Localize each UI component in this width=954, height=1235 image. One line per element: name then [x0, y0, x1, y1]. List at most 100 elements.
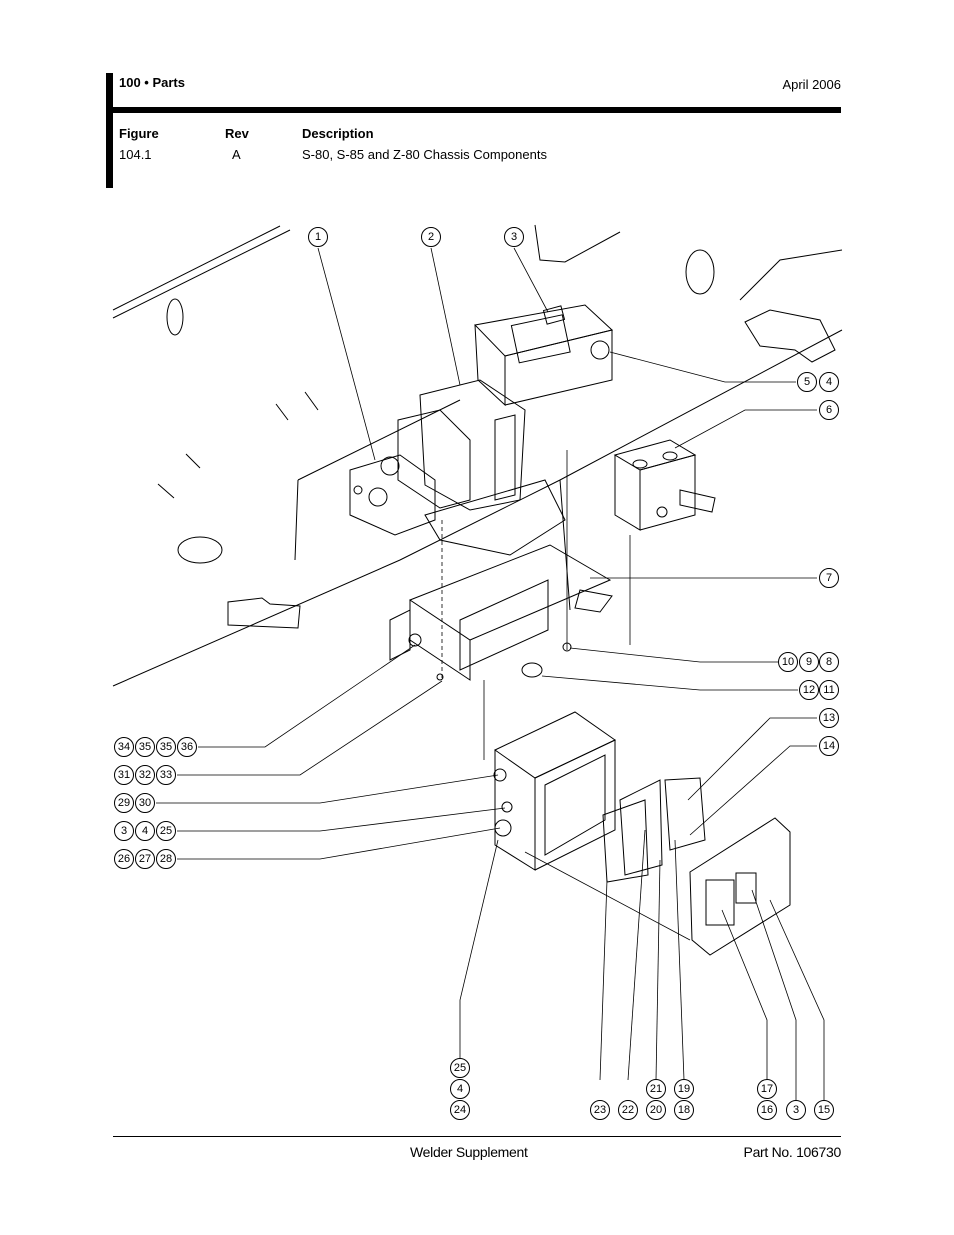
- callout-27: 27: [135, 849, 155, 869]
- callout-19: 19: [674, 1079, 694, 1099]
- callout-number: 13: [823, 712, 835, 724]
- callout-33: 33: [156, 765, 176, 785]
- callout-circle: [177, 737, 197, 757]
- valve-block: [613, 439, 716, 531]
- chassis-frame-lines: [112, 224, 843, 687]
- callout-circle: [674, 1100, 694, 1120]
- callout-8: 8: [819, 652, 839, 672]
- callout-circle: [814, 1100, 834, 1120]
- callout-number: 3: [121, 825, 127, 837]
- callout-circle: [156, 821, 176, 841]
- header-rule-vertical: [106, 73, 113, 188]
- callout-number: 29: [118, 797, 130, 809]
- callout-circle: [674, 1079, 694, 1099]
- callout-15: 15: [814, 1100, 834, 1120]
- callout-1: 1: [308, 227, 328, 247]
- callout-circle: [114, 765, 134, 785]
- callout-number: 20: [650, 1104, 662, 1116]
- callout-circle: [819, 680, 839, 700]
- callout-circle: [135, 793, 155, 813]
- callout-7: 7: [819, 568, 839, 588]
- callout-4: 4: [135, 821, 155, 841]
- callout-number: 11: [823, 684, 834, 696]
- callout-10: 10: [778, 652, 798, 672]
- callout-number: 23: [594, 1104, 606, 1116]
- callout-circle: [135, 821, 155, 841]
- control-box: [483, 535, 791, 956]
- callout-number: 19: [678, 1083, 690, 1095]
- callout-number: 21: [650, 1083, 662, 1095]
- callout-number: 4: [142, 825, 148, 837]
- callout-circle: [450, 1079, 470, 1099]
- callout-circle: [308, 227, 328, 247]
- callout-3: 3: [114, 821, 134, 841]
- callout-24: 24: [450, 1100, 470, 1120]
- callout-number: 30: [139, 797, 151, 809]
- footer-title: Welder Supplement: [410, 1144, 528, 1160]
- callout-circle: [819, 400, 839, 420]
- callout-number: 27: [139, 853, 151, 865]
- header-rule-horizontal: [106, 107, 841, 113]
- callout-9: 9: [799, 652, 819, 672]
- callout-circle: [114, 793, 134, 813]
- callout-number: 9: [806, 656, 812, 668]
- callout-circle: [618, 1100, 638, 1120]
- section-title: 100 • Parts: [119, 75, 185, 90]
- callout-4: 4: [819, 372, 839, 392]
- callout-circle: [156, 737, 176, 757]
- figure-description: S-80, S-85 and Z-80 Chassis Components: [302, 147, 547, 162]
- callout-number: 31: [118, 769, 130, 781]
- callout-3: 3: [786, 1100, 806, 1120]
- callout-number: 4: [826, 376, 832, 388]
- callout-number: 32: [139, 769, 151, 781]
- callout-28: 28: [156, 849, 176, 869]
- callout-circle: [819, 736, 839, 756]
- callout-circle: [646, 1079, 666, 1099]
- callout-22: 22: [618, 1100, 638, 1120]
- callout-circle: [421, 227, 441, 247]
- callout-number: 14: [823, 740, 835, 752]
- callout-number: 17: [761, 1083, 773, 1095]
- mounting-plate: [389, 450, 613, 681]
- callout-circle: [135, 849, 155, 869]
- callout-circle: [156, 849, 176, 869]
- callout-number: 3: [511, 231, 517, 243]
- callout-circle: [819, 708, 839, 728]
- callout-30: 30: [135, 793, 155, 813]
- callout-number: 25: [454, 1062, 466, 1074]
- callout-circle: [135, 737, 155, 757]
- callout-circle: [114, 821, 134, 841]
- callout-circle: [156, 765, 176, 785]
- callout-number: 10: [782, 656, 794, 668]
- callout-13: 13: [819, 708, 839, 728]
- col-header-rev: Rev: [225, 126, 249, 141]
- callout-25: 25: [450, 1058, 470, 1078]
- callout-12: 12: [799, 680, 819, 700]
- callout-circle: [778, 652, 798, 672]
- leader-lines: [156, 247, 825, 1100]
- callout-number: 25: [160, 825, 172, 837]
- callout-2: 2: [421, 227, 441, 247]
- callout-circle: [450, 1058, 470, 1078]
- callout-number: 2: [428, 231, 434, 243]
- callout-17: 17: [757, 1079, 777, 1099]
- callout-circle: [819, 568, 839, 588]
- callout-circle: [646, 1100, 666, 1120]
- callout-number: 35: [160, 741, 172, 753]
- callout-number: 4: [457, 1083, 463, 1095]
- callout-number: 15: [818, 1104, 830, 1116]
- revision: A: [232, 147, 241, 162]
- callout-number: 18: [678, 1104, 690, 1116]
- callout-number: 7: [826, 572, 832, 584]
- callout-circle: [757, 1079, 777, 1099]
- motor-assembly: [349, 304, 614, 556]
- callout-number: 33: [160, 769, 172, 781]
- callout-3: 3: [504, 227, 524, 247]
- callout-circle: [819, 372, 839, 392]
- callout-circle: [786, 1100, 806, 1120]
- callout-32: 32: [135, 765, 155, 785]
- callout-11: 11: [819, 680, 839, 700]
- callout-number: 22: [622, 1104, 634, 1116]
- callout-35: 35: [135, 737, 155, 757]
